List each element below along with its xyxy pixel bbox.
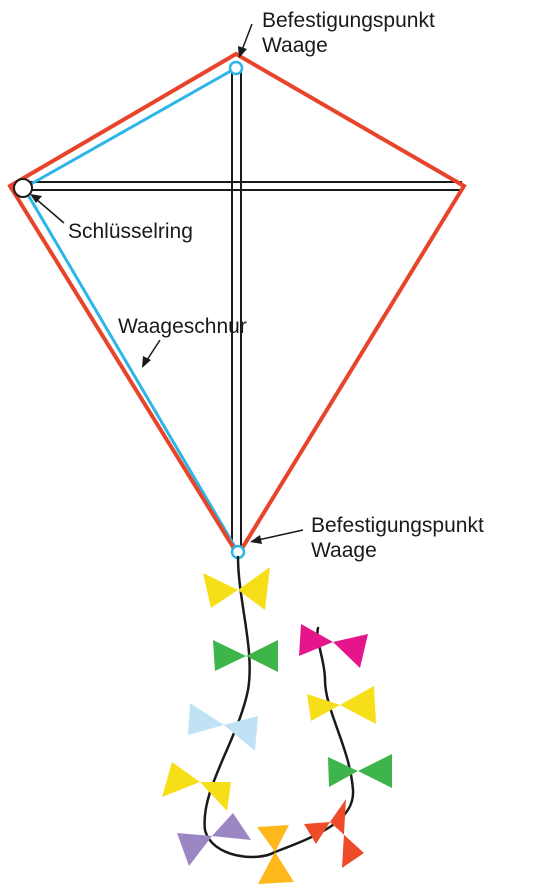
tail-string: [203, 555, 355, 859]
key-ring: [13, 178, 33, 198]
vertical-spar: [231, 72, 242, 548]
tail-bow-4: [162, 762, 231, 811]
kite-outline: [7, 51, 467, 559]
bridle-line-label: Waageschnur: [118, 315, 247, 338]
bridle-line-leader: [142, 339, 161, 368]
horizontal-spar: [24, 181, 462, 191]
tail-bow-8: [328, 754, 392, 788]
top-attachment-label-line1: Befestigungspunkt: [262, 9, 435, 32]
tail-bow-7: [304, 799, 364, 868]
bridle-line: [21, 66, 240, 553]
tail-bow-6: [257, 825, 294, 884]
top-attachment-point: [228, 60, 244, 76]
top-attachment-label-line2: Waage: [262, 34, 328, 57]
tail-bow-1: [203, 567, 270, 610]
key-ring-label: Schlüsselring: [68, 220, 193, 243]
tail-bow-3: [188, 703, 258, 751]
top-attachment-leader: [238, 23, 253, 58]
tail-bow-10: [299, 624, 368, 668]
tail-bow-9: [307, 686, 376, 724]
tail-bow-5: [177, 813, 251, 866]
key-ring-leader: [30, 194, 65, 224]
bottom-attachment-leader: [250, 529, 304, 544]
tail-bow-2: [213, 640, 278, 672]
bottom-attachment-label-line2: Waage: [311, 539, 377, 562]
bottom-attachment-label-line1: Befestigungspunkt: [311, 514, 484, 537]
